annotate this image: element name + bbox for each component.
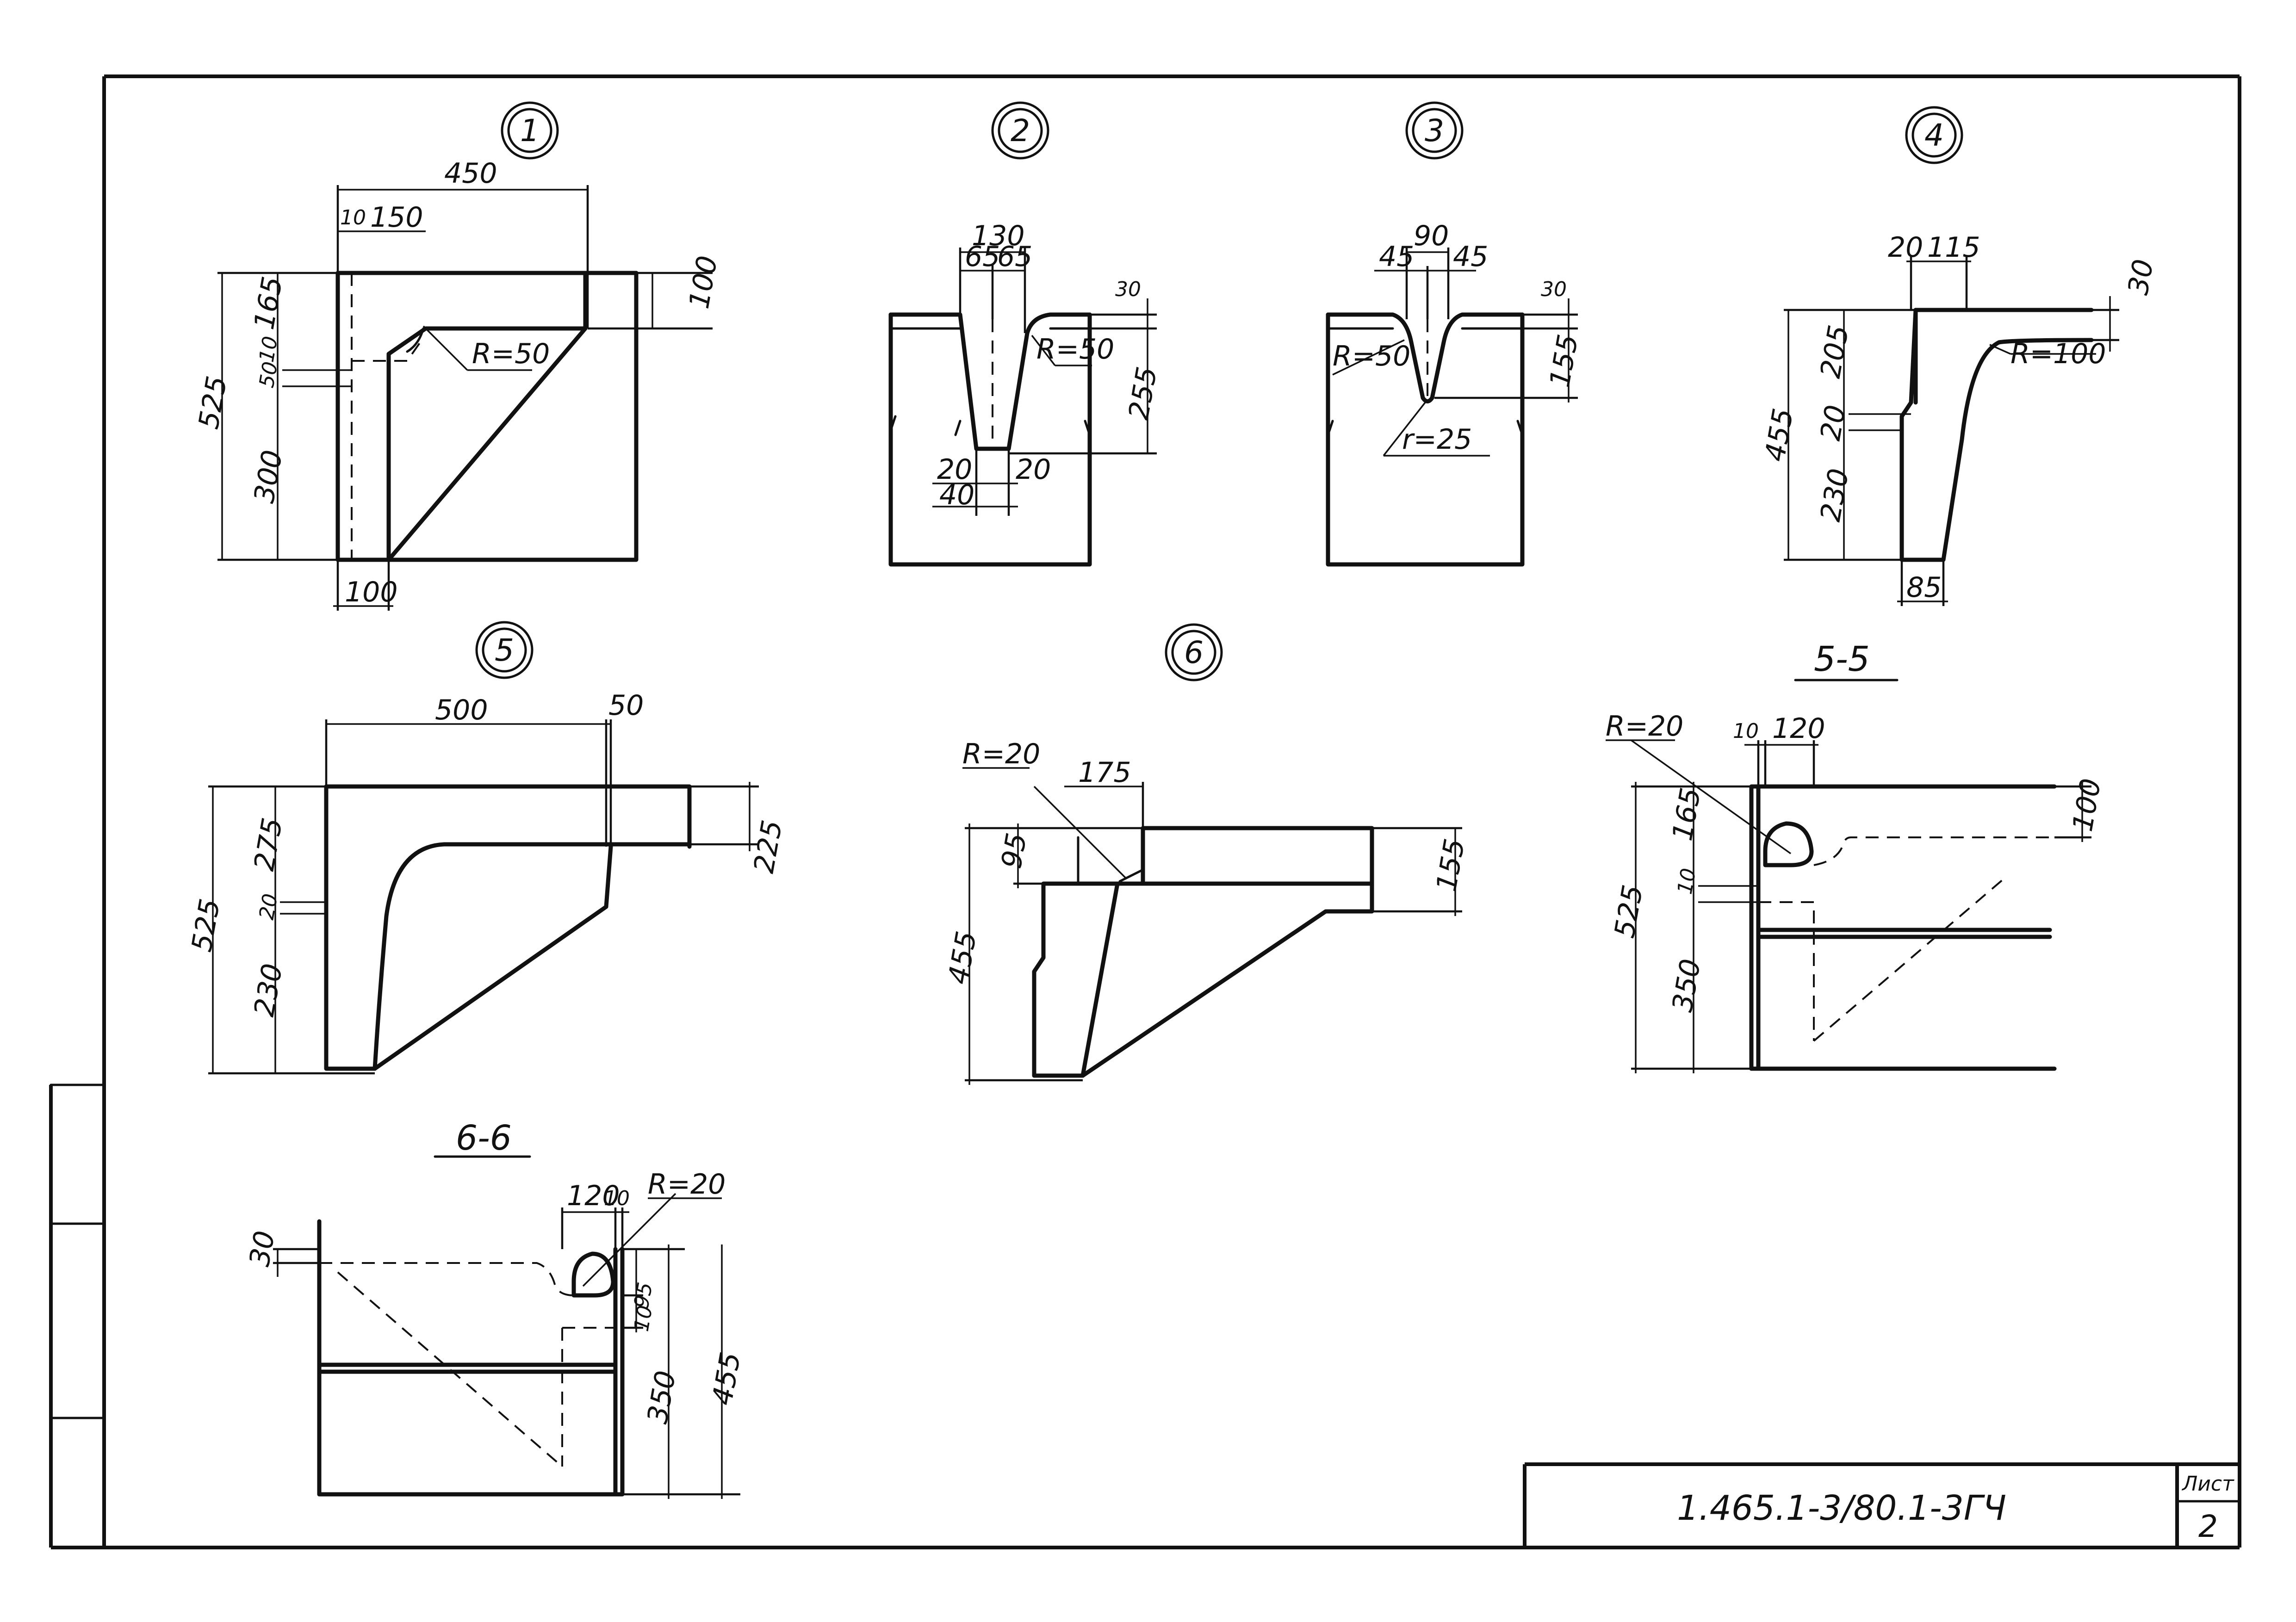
svg-text:40: 40 <box>939 479 974 511</box>
view-3-label: 3 <box>1425 113 1444 149</box>
svg-text:350: 350 <box>641 1368 683 1426</box>
svg-text:R=20: R=20 <box>1606 710 1683 743</box>
sheet-label: Лист <box>2181 1472 2234 1496</box>
svg-text:90: 90 <box>1414 220 1449 252</box>
view-2-label: 2 <box>1011 113 1030 149</box>
svg-text:130: 130 <box>972 220 1025 252</box>
svg-text:30: 30 <box>2122 257 2160 297</box>
view-5-label: 5 <box>495 632 514 668</box>
svg-text:R=50: R=50 <box>1333 340 1410 372</box>
svg-text:455: 455 <box>942 929 983 987</box>
svg-text:r=25: r=25 <box>1402 423 1472 456</box>
svg-text:225: 225 <box>748 818 789 876</box>
section-5-5-label: 5-5 <box>1814 639 1870 679</box>
svg-text:95: 95 <box>630 1281 658 1310</box>
view-1-marker <box>501 101 559 160</box>
svg-text:230: 230 <box>248 961 289 1019</box>
view-5-marker <box>475 621 534 679</box>
svg-text:120: 120 <box>1772 712 1825 745</box>
svg-text:150: 150 <box>370 201 423 234</box>
svg-text:85: 85 <box>1906 571 1942 604</box>
svg-text:R=100: R=100 <box>2011 338 2106 370</box>
view-6-marker <box>1165 623 1223 681</box>
svg-text:100: 100 <box>345 576 398 608</box>
svg-text:350: 350 <box>1666 957 1707 1015</box>
svg-text:10: 10 <box>1673 867 1701 896</box>
view-5: 5 500 50 525 275 20 230 225 <box>186 621 789 1075</box>
svg-text:300: 300 <box>248 448 289 506</box>
sheet-frame <box>49 74 2241 1549</box>
svg-text:30: 30 <box>1541 278 1567 301</box>
svg-text:50: 50 <box>608 689 644 722</box>
section-6-6: 6-6 30 120 10 R=20 10 95 350 455 <box>243 1118 747 1499</box>
svg-text:20: 20 <box>255 892 283 922</box>
drawing-code: 1.465.1-3/80.1-3ГЧ <box>1677 1488 2006 1528</box>
view-4-label: 4 <box>1924 118 1944 153</box>
svg-text:175: 175 <box>1078 756 1131 789</box>
svg-text:50: 50 <box>255 360 283 390</box>
svg-text:10: 10 <box>630 1304 658 1333</box>
title-block: 1.465.1-3/80.1-3ГЧ Лист 2 <box>1523 1462 2241 1548</box>
view-3-marker <box>1405 101 1464 160</box>
svg-text:20: 20 <box>1814 402 1852 443</box>
svg-text:525: 525 <box>1608 883 1650 941</box>
svg-text:65: 65 <box>965 241 1000 273</box>
svg-text:230: 230 <box>1814 466 1855 524</box>
svg-text:115: 115 <box>1927 231 1980 264</box>
svg-text:10: 10 <box>340 206 366 229</box>
svg-text:155: 155 <box>1430 836 1471 894</box>
view-2-marker <box>991 101 1049 160</box>
svg-text:275: 275 <box>248 816 289 873</box>
svg-text:100: 100 <box>2066 776 2108 834</box>
svg-text:65: 65 <box>997 241 1032 273</box>
view-1-label: 1 <box>520 113 540 149</box>
svg-text:95: 95 <box>995 830 1033 871</box>
svg-text:10: 10 <box>1733 719 1759 743</box>
svg-text:30: 30 <box>243 1228 281 1269</box>
svg-text:20: 20 <box>937 453 972 486</box>
svg-text:45: 45 <box>1453 241 1488 273</box>
svg-text:100: 100 <box>683 254 724 311</box>
svg-text:20: 20 <box>1888 231 1923 264</box>
svg-text:20: 20 <box>1016 453 1051 486</box>
svg-text:525: 525 <box>186 897 227 954</box>
view-1: 1 450 10 150 525 165 50 10 300 100 <box>192 101 724 611</box>
view-2: 2 130 65 65 30 R=50 255 20 20 40 <box>888 101 1164 567</box>
svg-text:450: 450 <box>444 157 497 190</box>
svg-text:165: 165 <box>248 274 289 332</box>
svg-text:500: 500 <box>435 694 488 726</box>
sheet-number: 2 <box>2198 1509 2218 1544</box>
view-6: 6 R=20 175 455 95 155 <box>942 623 1471 1085</box>
svg-text:455: 455 <box>1759 406 1800 464</box>
svg-text:10: 10 <box>255 334 283 364</box>
svg-text:205: 205 <box>1814 323 1855 381</box>
svg-text:165: 165 <box>1666 786 1707 843</box>
svg-text:10: 10 <box>604 1187 630 1210</box>
view-4: 4 20 115 30 455 205 20 230 R=100 85 <box>1759 106 2160 606</box>
svg-text:525: 525 <box>192 374 234 432</box>
view-3: 3 90 45 45 30 R=50 155 r=25 <box>1326 101 1585 567</box>
svg-text:30: 30 <box>1115 278 1141 301</box>
section-5-5: 5-5 R=20 10 120 100 525 165 10 350 <box>1606 639 2108 1073</box>
svg-text:255: 255 <box>1123 365 1164 422</box>
svg-text:R=20: R=20 <box>962 738 1040 770</box>
svg-text:155: 155 <box>1544 332 1585 390</box>
svg-text:R=50: R=50 <box>1036 333 1114 365</box>
section-6-6-label: 6-6 <box>456 1118 512 1158</box>
view-4-marker <box>1905 106 1963 164</box>
svg-text:45: 45 <box>1379 241 1414 273</box>
view-6-label: 6 <box>1184 635 1204 670</box>
svg-text:120: 120 <box>567 1180 620 1212</box>
svg-text:R=20: R=20 <box>648 1168 726 1201</box>
svg-text:R=50: R=50 <box>472 338 550 370</box>
svg-text:455: 455 <box>706 1350 747 1408</box>
